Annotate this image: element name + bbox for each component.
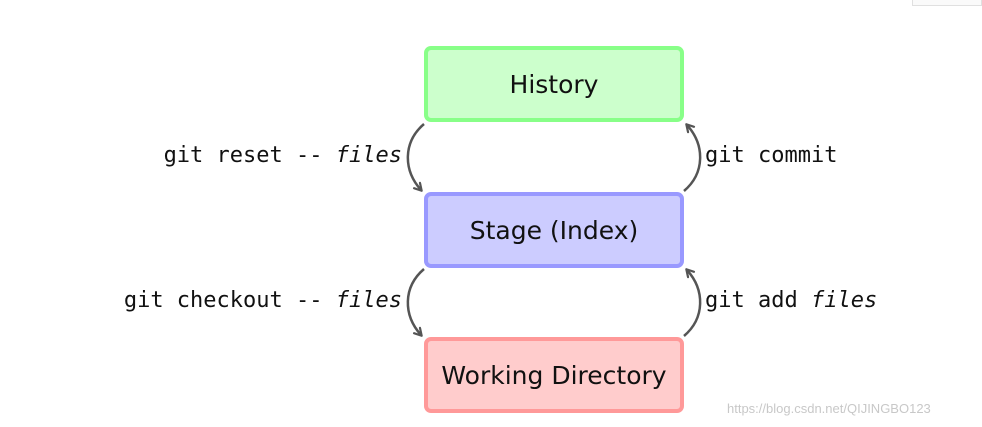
reset-arrow — [406, 123, 425, 190]
git-add-argument: files — [810, 288, 878, 313]
working-directory-label: Working Directory — [441, 360, 667, 390]
git-checkout-argument: files — [335, 288, 402, 313]
history-label: History — [509, 69, 599, 99]
git-commit-label: git commit — [705, 145, 837, 167]
git-checkout-command: git checkout -- — [123, 288, 323, 313]
commit-arrow — [683, 125, 702, 192]
watermark-text: https://blog.csdn.net/QIJINGBO123 — [727, 401, 931, 416]
git-add-label: git add files — [705, 290, 877, 312]
stage-index-box: Stage (Index) — [424, 192, 684, 268]
git-commit-command: git commit — [705, 143, 838, 168]
add-arrow — [683, 270, 702, 337]
git-add-command: git add — [705, 288, 798, 313]
git-reset-command: git reset -- — [163, 143, 323, 168]
stage-label: Stage (Index) — [469, 215, 639, 245]
git-reset-label: git reset -- files — [164, 145, 402, 167]
working-directory-box: Working Directory — [424, 337, 684, 413]
git-reset-argument: files — [335, 143, 402, 168]
history-box: History — [424, 46, 684, 122]
checkout-arrow — [406, 268, 425, 335]
git-checkout-label: git checkout -- files — [124, 290, 402, 312]
